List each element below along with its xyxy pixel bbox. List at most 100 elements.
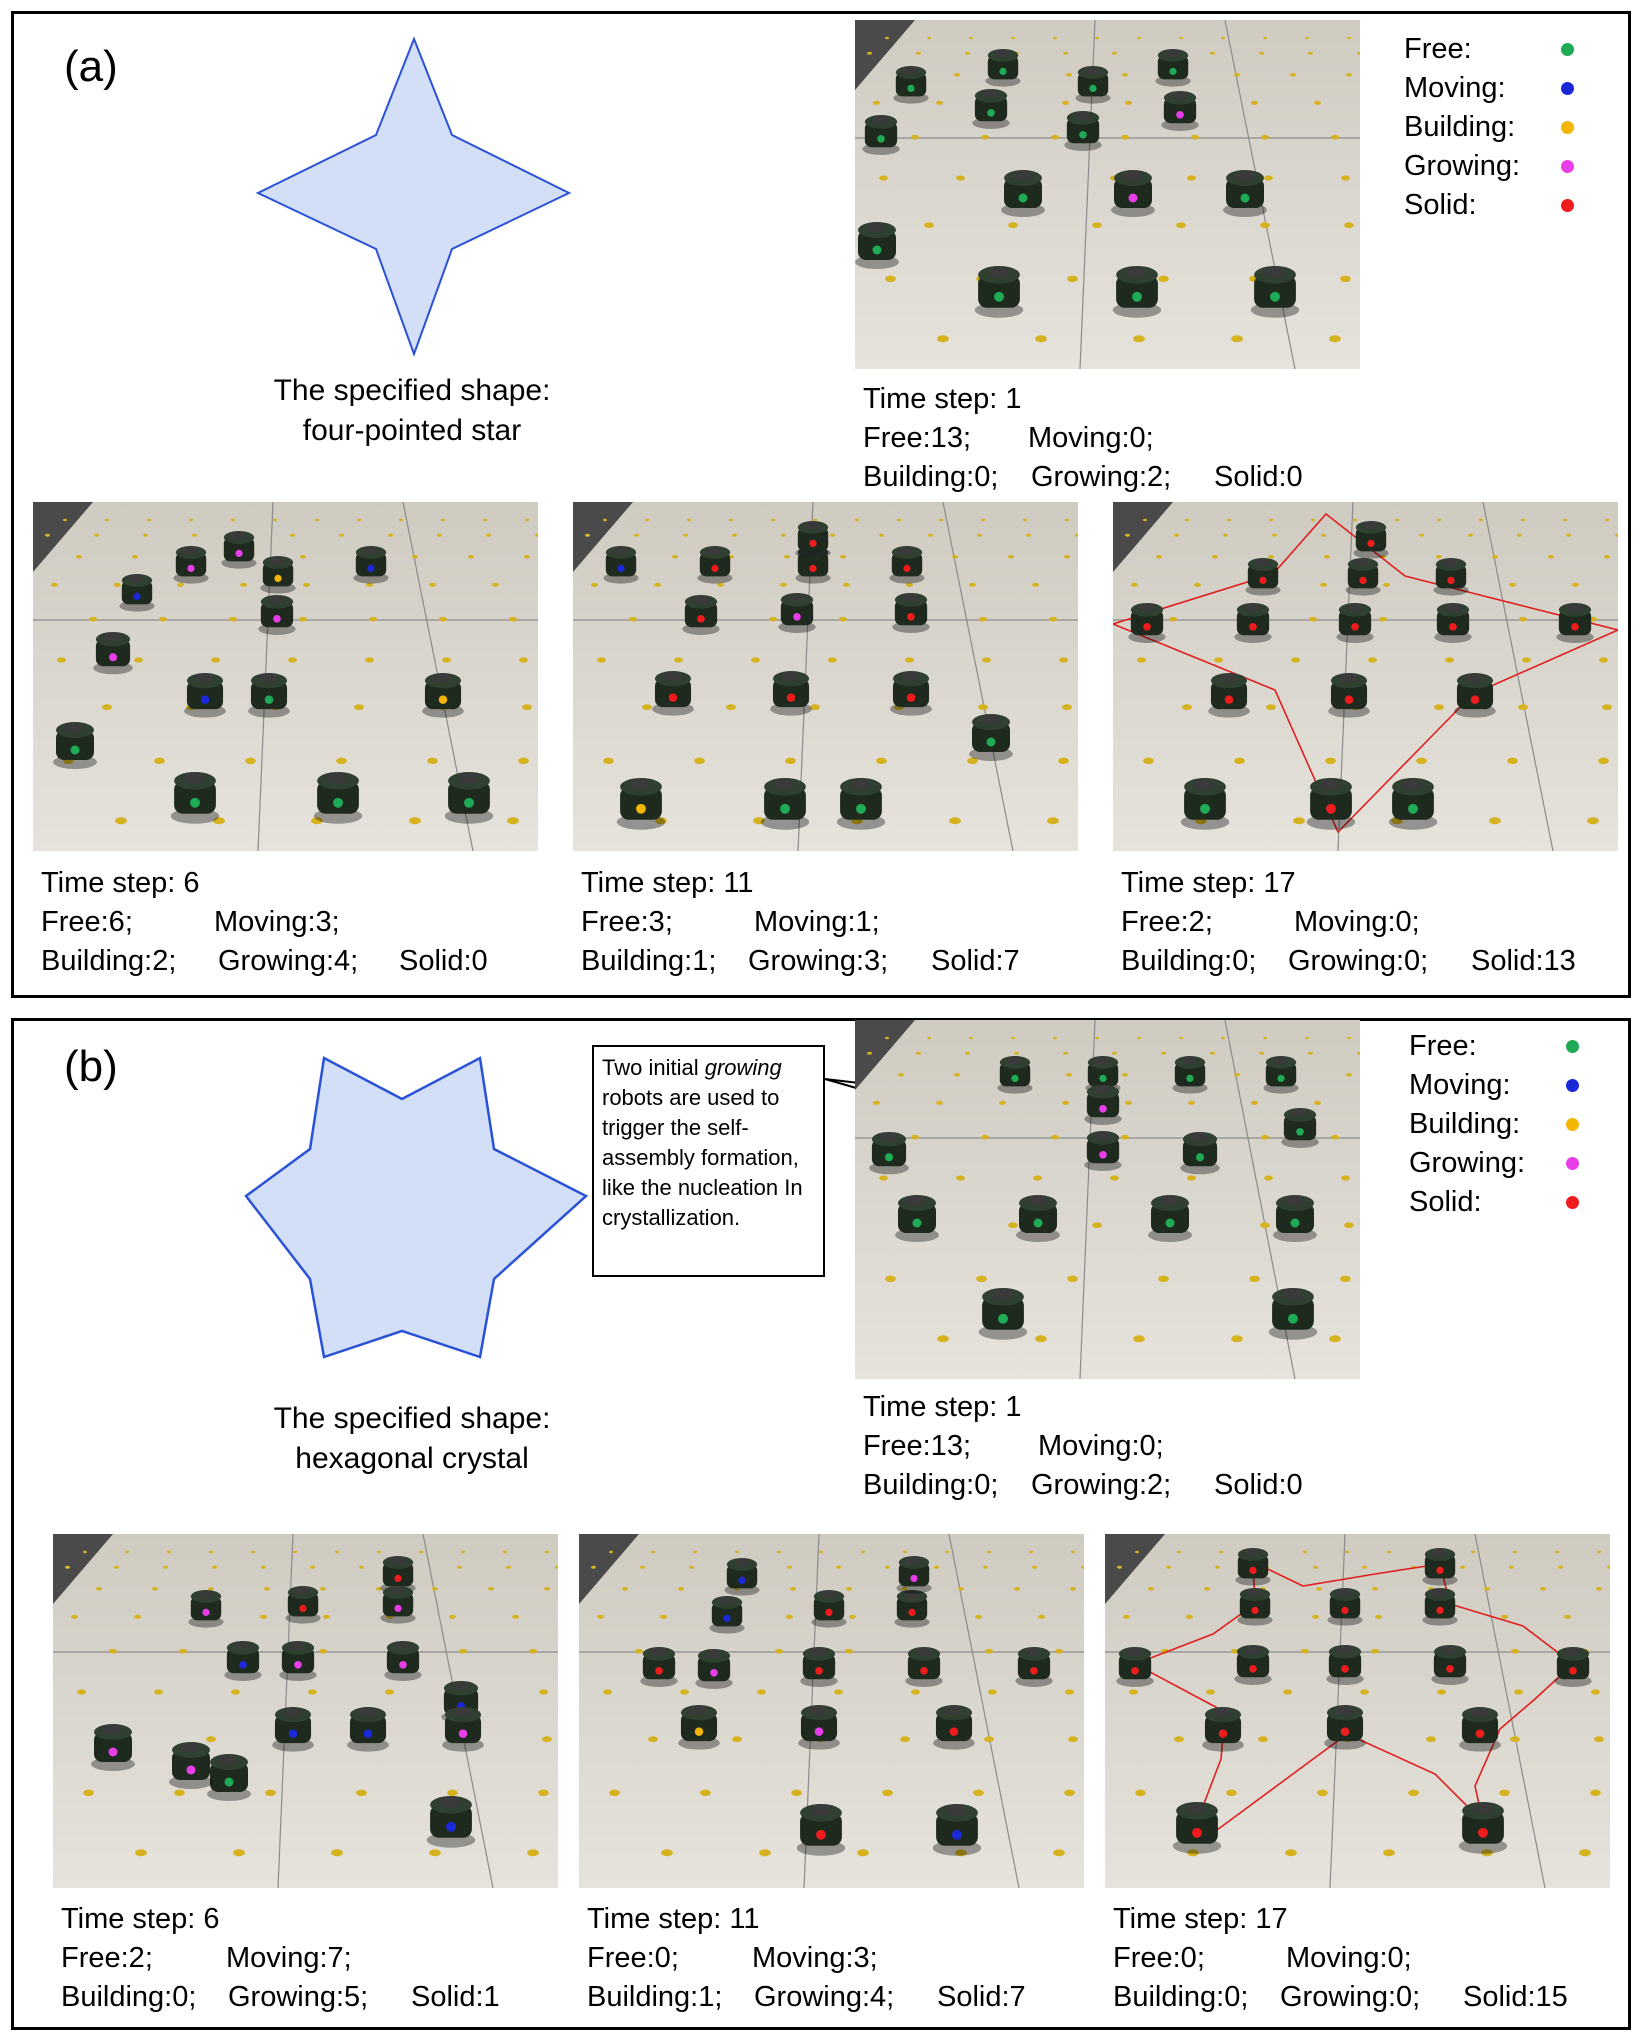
- solid-led-icon: [1326, 803, 1336, 814]
- floor-marker: [1383, 582, 1390, 587]
- robot-free: [1001, 170, 1045, 217]
- floor-marker: [1314, 1100, 1321, 1105]
- floor-marker: [429, 1849, 441, 1857]
- floor-marker: [427, 757, 438, 765]
- floor-marker: [1234, 1073, 1240, 1077]
- floor-marker: [928, 533, 933, 537]
- free-count: Free:6;: [41, 906, 133, 938]
- floor-marker: [1033, 1175, 1042, 1181]
- free-led-icon: [224, 1777, 234, 1787]
- photo-a-step1: [855, 20, 1360, 369]
- free-led-icon: [464, 797, 474, 808]
- robot-building: [260, 556, 296, 594]
- robot-growing: [1084, 1131, 1122, 1171]
- floor-marker: [152, 1587, 158, 1591]
- floor-marker: [412, 555, 418, 559]
- floor-marker: [288, 657, 297, 663]
- floor-marker: [839, 616, 847, 622]
- free-led-icon: [333, 797, 343, 808]
- floor-marker: [1129, 1689, 1138, 1695]
- moving-count: Moving:3;: [214, 906, 340, 938]
- floor-marker: [320, 1587, 326, 1591]
- floor-marker: [1133, 1335, 1145, 1343]
- floor-marker: [1345, 1550, 1349, 1554]
- floor-marker: [1291, 657, 1300, 663]
- growing-led-icon: [294, 1660, 302, 1669]
- free-led-icon: [1195, 1153, 1205, 1162]
- robot-solid: [1128, 603, 1166, 643]
- floor-marker: [873, 100, 880, 105]
- photo-b-step17: [1105, 1534, 1610, 1888]
- growing-led-icon: [1128, 193, 1138, 203]
- free-led-icon: [1011, 1074, 1019, 1082]
- floor-marker: [1598, 757, 1609, 765]
- free-led-icon: [1132, 291, 1142, 302]
- floor-marker: [769, 616, 777, 622]
- robot-solid: [1116, 1647, 1154, 1687]
- floor-marker: [1344, 222, 1354, 229]
- floor-marker: [655, 817, 667, 825]
- robot-free: [1148, 1195, 1192, 1242]
- floor-marker: [189, 518, 193, 522]
- floor-marker: [1051, 1134, 1059, 1140]
- floor-marker: [177, 582, 184, 587]
- solid-led-icon: [786, 693, 796, 702]
- state-legend-b: Free: Moving: Building: Growing: Solid:: [1409, 1027, 1579, 1222]
- floor-marker: [1564, 1614, 1571, 1619]
- floor-marker: [1263, 1036, 1267, 1040]
- floor-marker: [648, 1736, 658, 1743]
- floor-marker: [527, 1849, 539, 1857]
- free-count: Free:2;: [61, 1942, 153, 1974]
- floor-marker: [486, 533, 491, 537]
- floor-marker: [1460, 1565, 1465, 1569]
- floor-marker: [212, 1565, 217, 1569]
- robot-solid: [796, 1804, 846, 1856]
- robot-growing: [91, 1724, 135, 1771]
- floor-marker: [1371, 1648, 1379, 1654]
- floor-marker: [1158, 275, 1169, 283]
- floor-marker: [468, 555, 474, 559]
- floor-marker: [439, 616, 447, 622]
- floor-marker: [1221, 36, 1225, 40]
- floor-marker: [1522, 657, 1531, 663]
- growing-led-icon: [273, 614, 281, 623]
- floor-marker: [366, 582, 373, 587]
- robot-building: [678, 1705, 720, 1750]
- robot-solid: [905, 1647, 943, 1687]
- solid-led-icon: [949, 1727, 959, 1736]
- floor-marker: [208, 1587, 214, 1591]
- legend-building: Building:: [1404, 108, 1574, 147]
- building-count: Building:1;: [581, 945, 717, 977]
- robot-free: [855, 222, 899, 269]
- floor-marker: [1234, 73, 1240, 77]
- floor-marker: [683, 533, 688, 537]
- robot-solid: [1327, 1588, 1363, 1626]
- floor-marker: [654, 582, 661, 587]
- floor-marker: [855, 518, 859, 522]
- robot-solid: [1234, 1645, 1272, 1685]
- floor-marker: [1507, 757, 1518, 765]
- robot-solid: [1015, 1647, 1053, 1687]
- floor-marker: [645, 518, 649, 522]
- floor-marker: [757, 1689, 766, 1695]
- solid-led-icon: [1192, 1827, 1202, 1838]
- floor-marker: [1188, 1100, 1195, 1105]
- floor-marker: [1177, 1550, 1181, 1554]
- floor-marker: [879, 175, 888, 181]
- floor-marker: [1316, 1587, 1322, 1591]
- growing-led-icon: [394, 1604, 402, 1612]
- solid-led-icon: [668, 693, 678, 702]
- floor-marker: [1308, 51, 1313, 55]
- free-led-icon: [70, 745, 80, 755]
- wall-corner: [579, 1534, 639, 1604]
- floor-marker: [1047, 817, 1059, 825]
- moving-count: Moving:0;: [1294, 906, 1420, 938]
- floor-marker: [399, 518, 403, 522]
- floor-marker: [873, 1100, 880, 1105]
- floor-marker: [1471, 1550, 1475, 1554]
- floor-marker: [1375, 1614, 1382, 1619]
- growing-led-icon: [1176, 110, 1184, 119]
- robot-moving: [724, 1558, 760, 1596]
- floor-marker: [1223, 533, 1228, 537]
- floor-marker: [1591, 1689, 1600, 1695]
